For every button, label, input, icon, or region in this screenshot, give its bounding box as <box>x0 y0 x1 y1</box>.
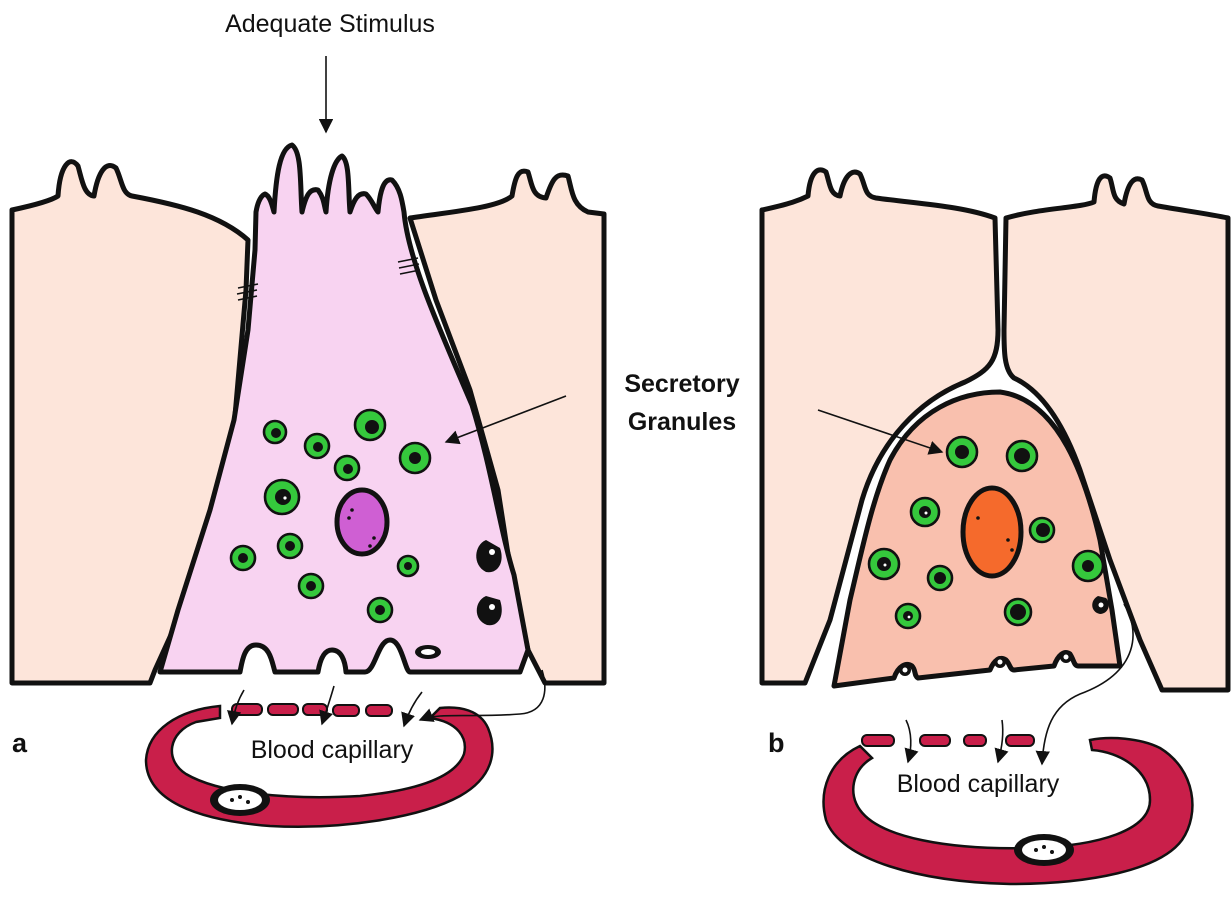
panel-a-active-secretory-cell <box>157 142 531 675</box>
granule <box>297 572 325 600</box>
secretory-granules-label-line1: Secretory <box>624 370 739 398</box>
granule <box>945 435 979 469</box>
panel-b-label: b <box>768 728 785 758</box>
granule <box>263 478 301 516</box>
granule <box>894 602 922 630</box>
granule <box>303 432 331 460</box>
panel-b-left-neighbor-cell <box>759 167 1001 686</box>
panel-a-blood-capillary <box>144 703 494 829</box>
panel-b-secretory-granules <box>867 435 1105 630</box>
panel-a-endothelial-nucleus <box>210 784 270 816</box>
granule <box>1028 516 1056 544</box>
panel-b-release-arrows <box>904 603 1134 766</box>
panel-b-illustration <box>759 167 1231 886</box>
panel-b-endothelial-nucleus <box>1014 834 1074 866</box>
panel-a-nucleus <box>334 487 390 557</box>
panel-a-right-neighbor-cell <box>407 168 607 686</box>
granule <box>398 441 432 475</box>
panel-a-label: a <box>12 728 28 758</box>
panel-b-nucleus <box>960 485 1024 579</box>
panel-a-tight-junctions <box>236 257 421 301</box>
secretory-granules-label-line2: Granules <box>628 408 736 436</box>
granule <box>229 544 257 572</box>
panel-b-blood-capillary <box>822 734 1194 886</box>
stimulus-label: Adequate Stimulus <box>225 10 435 38</box>
panel-b-capillary-label: Blood capillary <box>897 770 1060 798</box>
panel-a-secretory-granules <box>229 408 432 624</box>
granule <box>909 496 941 528</box>
granule <box>276 532 304 560</box>
panel-b-capillary-wall <box>822 736 1194 886</box>
granule <box>867 547 901 581</box>
granule <box>366 596 394 624</box>
granule <box>926 564 954 592</box>
panel-a-illustration <box>9 56 607 829</box>
panel-a-capillary-wall <box>144 704 494 829</box>
granule <box>262 419 288 445</box>
panel-a-capillary-label: Blood capillary <box>251 736 414 764</box>
panel-b-exocytosis-pits <box>899 596 1109 676</box>
granule <box>333 454 361 482</box>
panel-a-left-neighbor-cell <box>9 159 251 686</box>
panel-b-granule-pointer <box>817 409 944 455</box>
panel-a-exocytosis-pits <box>415 540 502 659</box>
granule <box>1003 597 1033 627</box>
panel-b-right-neighbor-cell <box>1001 173 1231 693</box>
granule <box>1071 549 1105 583</box>
granule <box>1005 439 1039 473</box>
granule <box>396 554 420 578</box>
panel-a-release-arrows <box>227 669 546 728</box>
granule <box>353 408 387 442</box>
panel-a-granule-pointer <box>444 395 567 445</box>
